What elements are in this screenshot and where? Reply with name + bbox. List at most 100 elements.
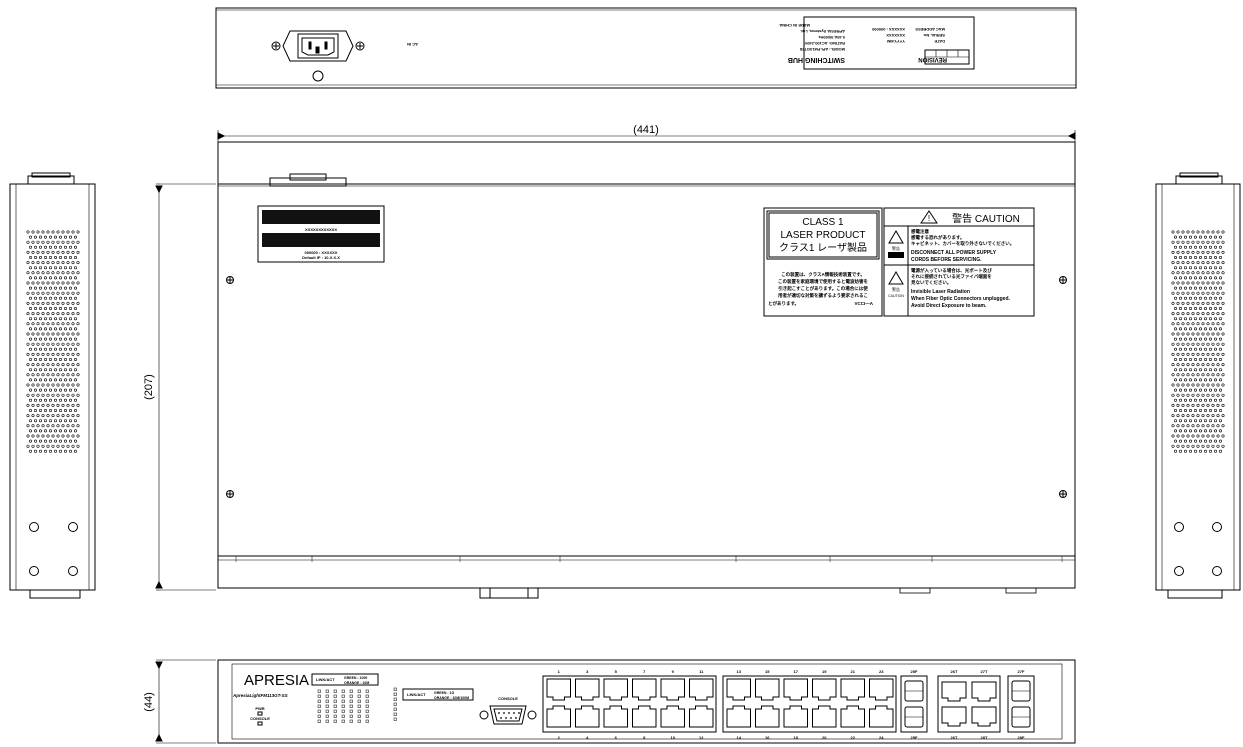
pwr-label: PWR [255, 706, 264, 711]
vent-hole [31, 271, 35, 275]
vent-hole [48, 327, 52, 331]
vent-hole [1191, 240, 1195, 244]
vent-hole [1211, 250, 1215, 254]
vent-hole [69, 327, 73, 331]
vcci-text4: 用者が適切な対策を講ずるよう要求されるこ [777, 292, 868, 299]
vent-hole [61, 261, 65, 265]
vent-hole [1194, 378, 1198, 382]
vent-hole [1176, 352, 1180, 356]
vent-hole [1209, 327, 1213, 331]
vent-hole [1186, 312, 1190, 316]
vent-hole [43, 245, 47, 249]
vent-hole [1179, 408, 1183, 412]
vent-hole [58, 439, 62, 443]
vent-hole [1196, 240, 1200, 244]
port-number: 20 [822, 735, 827, 740]
vent-hole [1199, 266, 1203, 270]
vent-hole [69, 306, 73, 310]
mac-label-line1: XXXXXXXXXXXX [305, 227, 337, 232]
vent-hole [1184, 286, 1188, 290]
vent-hole [51, 363, 55, 367]
rj45-port [812, 705, 837, 728]
vent-hole [33, 235, 37, 239]
caution-jp2: 感電する恐れがあります。 [911, 234, 965, 241]
vent-hole [58, 378, 62, 382]
vent-hole [1209, 276, 1213, 280]
vent-hole [1194, 388, 1198, 392]
vent-hole [74, 317, 78, 321]
right-vent-holes [1171, 230, 1225, 453]
vent-hole [36, 261, 40, 265]
port-number: 1 [558, 669, 561, 674]
vent-hole [56, 312, 60, 316]
vent-hole [1221, 240, 1225, 244]
laser-line2: LASER PRODUCT [780, 230, 865, 241]
vent-hole [66, 230, 70, 234]
vent-hole [51, 352, 55, 356]
vent-hole [1189, 419, 1193, 423]
vent-hole [28, 347, 32, 351]
vent-hole [58, 337, 62, 341]
vent-hole [26, 363, 30, 367]
vent-hole [41, 434, 45, 438]
vent-hole [38, 337, 42, 341]
vent-hole [31, 281, 35, 285]
vent-hole [76, 240, 80, 244]
vent-hole [38, 255, 42, 259]
vent-hole [1191, 403, 1195, 407]
vent-hole [69, 266, 73, 270]
vent-hole [31, 352, 35, 356]
rj45-port [546, 678, 571, 701]
vent-hole [26, 301, 30, 305]
port-led [333, 704, 337, 708]
vent-hole [1216, 403, 1220, 407]
legend2-label: LINK/ACT [407, 692, 426, 697]
vent-hole [1211, 393, 1215, 397]
vent-hole [1204, 357, 1208, 361]
vent-hole [1219, 337, 1223, 341]
vent-hole [33, 245, 37, 249]
vent-hole [71, 250, 75, 254]
vent-hole [1176, 291, 1180, 295]
vent-hole [43, 439, 47, 443]
port-led [365, 714, 369, 718]
vent-hole [69, 317, 73, 321]
vent-hole [1179, 347, 1183, 351]
vent-hole [1184, 245, 1188, 249]
vent-hole [1196, 373, 1200, 377]
vent-hole [56, 393, 60, 397]
vent-hole [33, 337, 37, 341]
vent-hole [53, 419, 57, 423]
vent-hole [56, 271, 60, 275]
vent-hole [36, 281, 40, 285]
vent-hole [1171, 403, 1175, 407]
vent-hole [1206, 250, 1210, 254]
vent-hole [46, 352, 50, 356]
port-number: 11 [699, 669, 704, 674]
vent-hole [26, 352, 30, 356]
port-led [333, 719, 337, 723]
sfp-bottom-label: 25F [911, 735, 918, 740]
vent-hole [1186, 281, 1190, 285]
vent-hole [1214, 266, 1218, 270]
vent-hole [58, 388, 62, 392]
vent-hole [1201, 424, 1205, 428]
vent-hole [46, 332, 50, 336]
vent-hole [38, 378, 42, 382]
vent-hole [1214, 337, 1218, 341]
vent-hole [1199, 286, 1203, 290]
vent-hole [1211, 312, 1215, 316]
vent-hole [1186, 352, 1190, 356]
vent-hole [31, 444, 35, 448]
vent-hole [33, 368, 37, 372]
vent-hole [56, 383, 60, 387]
rj45-port [603, 705, 628, 728]
rj45-port [632, 678, 657, 701]
vent-hole [1176, 312, 1180, 316]
vent-hole [31, 250, 35, 254]
port-number: 12 [699, 735, 704, 740]
rj45-port [632, 705, 657, 728]
rj45-port [755, 705, 780, 728]
vent-hole [1204, 327, 1208, 331]
vent-hole [28, 368, 32, 372]
